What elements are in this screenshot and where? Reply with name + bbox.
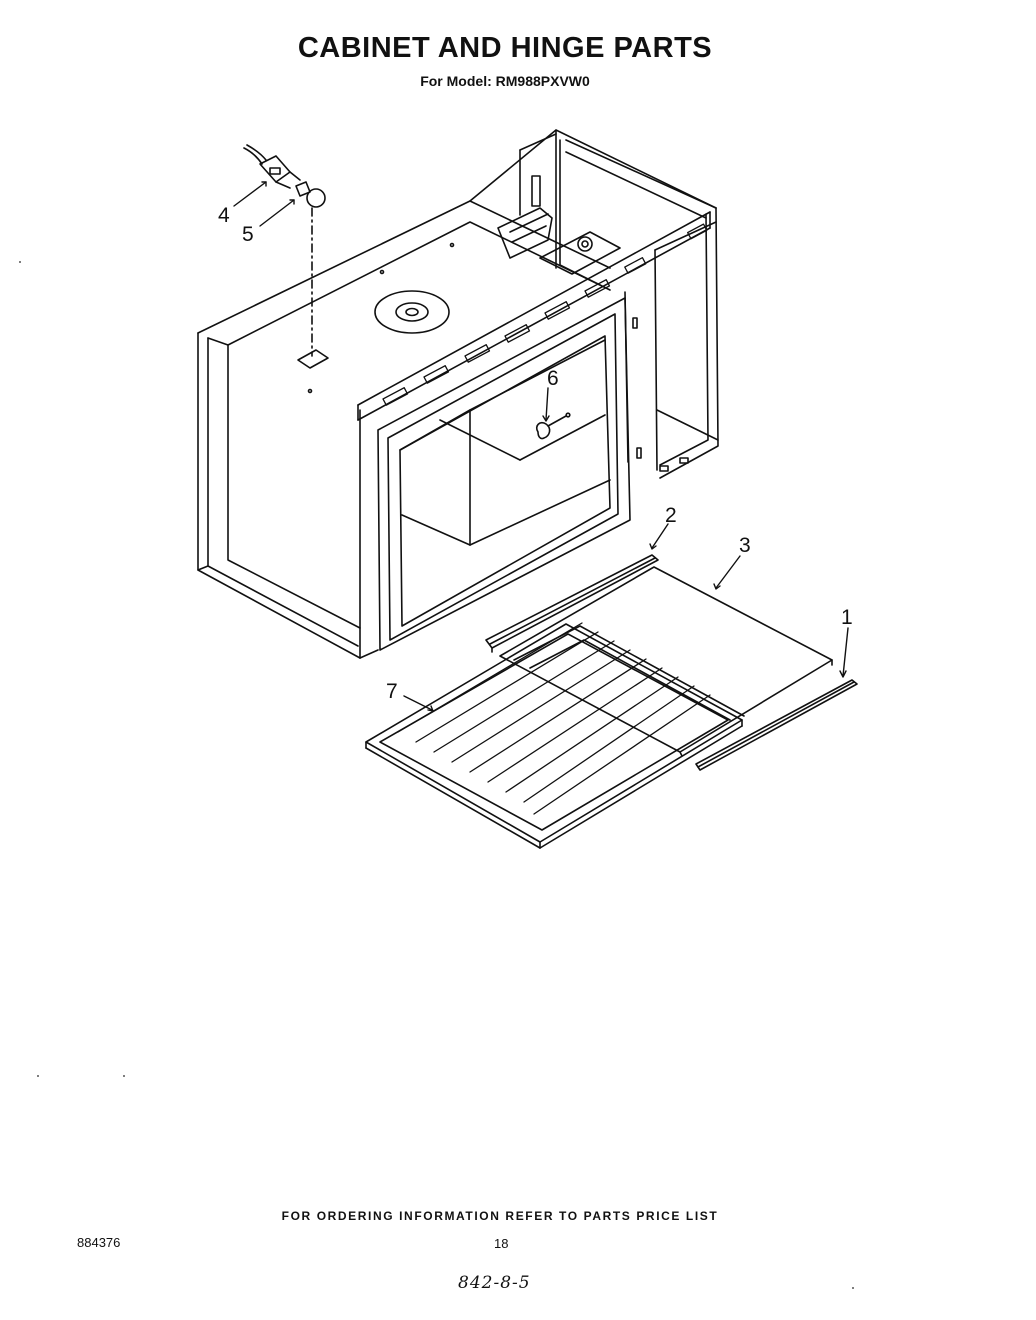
lamp-bulb-part	[295, 181, 326, 357]
front-frame	[357, 211, 711, 472]
callout-7: 7	[386, 680, 398, 703]
callout-5: 5	[242, 223, 254, 246]
model-subtitle: For Model: RM988PXVW0	[420, 73, 590, 89]
callout-leaders	[233, 181, 849, 712]
document-number: 884376	[77, 1235, 121, 1250]
page-number: 18	[494, 1236, 509, 1251]
vent-slots	[382, 223, 708, 406]
callout-4: 4	[218, 204, 230, 227]
cabinet-top-details	[297, 207, 621, 394]
rod-part	[695, 679, 858, 771]
rail-part	[485, 554, 659, 653]
shelf-tray-part	[499, 566, 833, 757]
oven-cavity	[377, 297, 631, 651]
wire-rack-part	[365, 622, 745, 849]
callout-6: 6	[547, 367, 559, 390]
scan-specks	[19, 261, 854, 1289]
callout-1: 1	[841, 606, 853, 629]
hinge-pin-part	[535, 412, 571, 440]
ordering-note: FOR ORDERING INFORMATION REFER TO PARTS …	[281, 1209, 719, 1223]
handwritten-note: 842-8-5	[458, 1273, 531, 1293]
callout-labels: 1 2 3 4 5 6 7	[218, 204, 853, 703]
page-title: CABINET AND HINGE PARTS	[297, 32, 713, 64]
cabinet-shell	[197, 129, 719, 659]
lamp-socket-part	[243, 144, 301, 189]
callout-2: 2	[665, 504, 677, 527]
callout-3: 3	[739, 534, 751, 557]
